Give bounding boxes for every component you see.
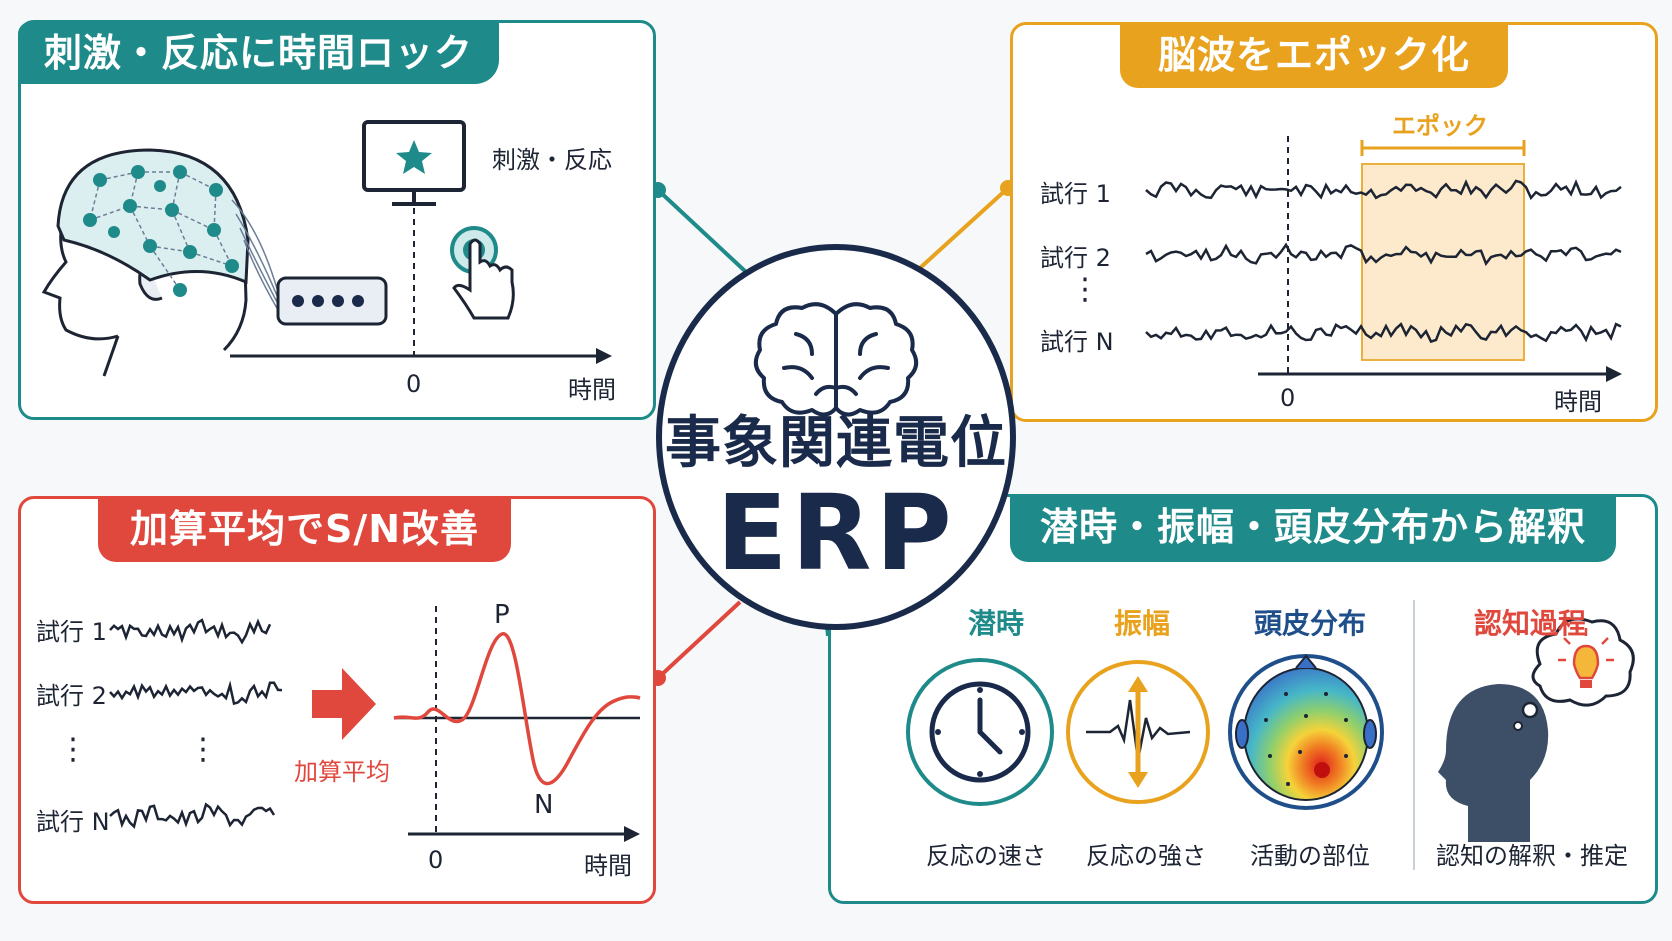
peak-p-label: P [494, 600, 510, 630]
average-arrow-label: 加算平均 [294, 758, 390, 786]
eeg-cap-icon [56, 148, 250, 297]
erp-waveform [393, 632, 641, 786]
panel-title-interpret: 潜時・振幅・頭皮分布から解釈 [1010, 496, 1617, 562]
time-axis-tr-arrowhead [1606, 366, 1622, 382]
epoch-window [1361, 163, 1525, 361]
trial-ellipsis-bl-left: ⋮ [58, 732, 88, 767]
raw-trace-trial-2 [109, 680, 283, 706]
eeg-trace-trial-1 [1145, 179, 1622, 201]
time-axis-tl-arrowhead [596, 348, 612, 364]
raw-trace-trial-1 [109, 618, 272, 645]
raw-trace-trial-n [109, 802, 276, 829]
axis-zero-bl: 0 [428, 846, 444, 874]
column-caption-cognitive-process: 認知の解釈・推定 [1436, 842, 1628, 870]
scalp-map-icon [1228, 654, 1384, 810]
eeg-cables [231, 199, 279, 311]
panel-title-epoch: 脳波をエポック化 [1120, 24, 1509, 88]
connector-time-lock [656, 188, 748, 274]
panel-title-average: 加算平均でS/N改善 [98, 498, 512, 562]
panel-epoch [1010, 22, 1658, 422]
eeg-trace-trial-2 [1145, 242, 1622, 267]
trial-label-tr-2: 試行 2 [1040, 244, 1111, 272]
axis-label-tr: 時間 [1554, 388, 1602, 416]
eeg-trace-trial-n [1145, 322, 1622, 344]
trial-label-tr-1: 試行 1 [1040, 180, 1111, 208]
column-caption-scalp-distribution: 活動の部位 [1250, 842, 1370, 870]
axis-label-tl: 時間 [568, 376, 616, 404]
connector-epoch [918, 186, 1010, 270]
amplitude-icon [1066, 660, 1210, 804]
connector-average [656, 600, 742, 680]
stimulus-response-label: 刺激・反応 [492, 146, 612, 174]
trial-ellipsis-tr: ⋮ [1070, 272, 1100, 307]
center-title-ja: 事象関連電位 [665, 411, 1007, 476]
column-title-scalp-distribution: 頭皮分布 [1253, 607, 1367, 640]
trial-label-bl-2: 試行 2 [36, 682, 107, 710]
center-erp-circle: 事象関連電位 ERP [656, 244, 1016, 630]
epoch-bracket [1360, 140, 1526, 156]
column-title-amplitude: 振幅 [1113, 607, 1171, 640]
brain-icon [753, 302, 919, 417]
amplifier-icon [276, 276, 388, 326]
time-axis-bl-arrowhead [624, 826, 640, 842]
column-title-latency: 潜時 [967, 607, 1025, 640]
column-caption-amplitude: 反応の強さ [1086, 842, 1206, 870]
average-arrow-icon [312, 668, 376, 740]
column-caption-latency: 反応の速さ [926, 842, 1046, 870]
panel-title-time-lock: 刺激・反応に時間ロック [18, 22, 500, 84]
peak-n-label: N [534, 790, 554, 820]
trial-label-bl-n: 試行 N [36, 808, 110, 836]
clock-icon [906, 658, 1054, 806]
axis-zero-tl: 0 [406, 370, 422, 398]
trial-label-tr-n: 試行 N [1040, 328, 1114, 356]
trial-label-bl-1: 試行 1 [36, 618, 107, 646]
center-title-en: ERP [716, 472, 956, 594]
button-press-icon [450, 226, 515, 320]
trial-ellipsis-bl-right: ⋮ [188, 732, 218, 767]
axis-label-bl: 時間 [584, 852, 632, 880]
axis-zero-tr: 0 [1280, 384, 1296, 412]
column-title-cognitive-process: 認知過程 [1473, 607, 1587, 640]
epoch-label: エポック [1392, 112, 1488, 140]
thinking-head-icon [1438, 617, 1635, 842]
monitor-star-icon [362, 120, 466, 206]
